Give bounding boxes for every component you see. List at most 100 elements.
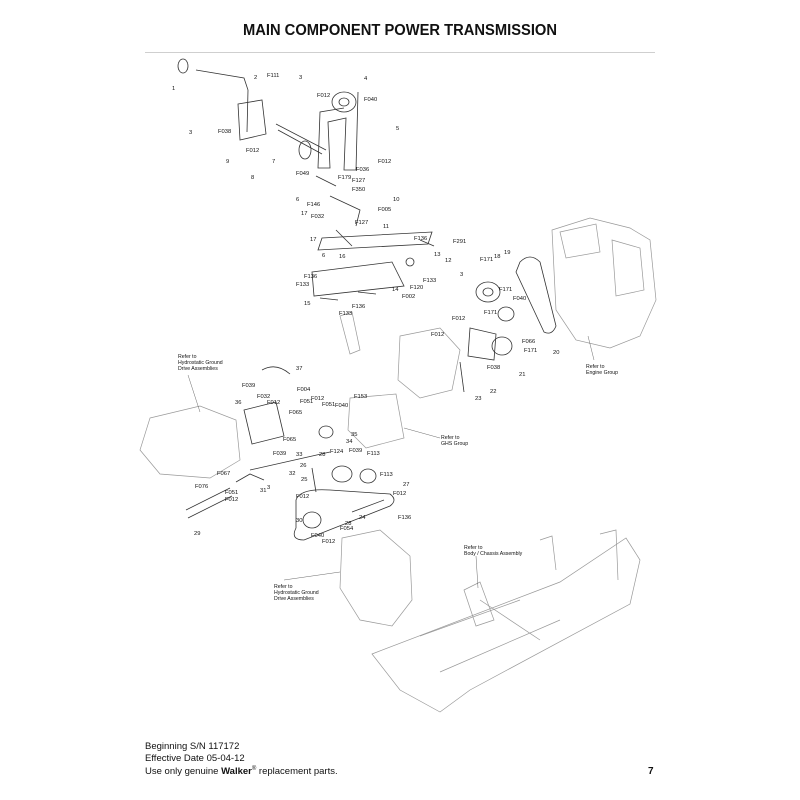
callout: F127 [352, 178, 365, 184]
ref-note-chassis: Refer to Body / Chassis Assembly [464, 545, 523, 557]
ref-note-hydro-left: Refer to Hydrostatic Ground Drive Assemb… [178, 354, 224, 372]
callout: F054 [340, 526, 354, 532]
chassis-members [419, 599, 561, 673]
ref-note-hydro-lower: Refer to Hydrostatic Ground Drive Assemb… [274, 584, 320, 602]
callout: F136 [398, 515, 411, 521]
spring-25 [311, 467, 317, 493]
serial-number-note: Beginning S/N 117172 [145, 741, 240, 752]
belt-29 [293, 489, 395, 541]
callout: F111 [267, 73, 279, 79]
callout: 5 [396, 126, 399, 132]
callout: F350 [352, 187, 365, 193]
page-number: 7 [648, 766, 654, 777]
link-11 [317, 231, 433, 251]
callout: F012 [267, 400, 280, 406]
callout: 37 [296, 366, 302, 372]
ref-leader-2 [587, 335, 595, 361]
callout: 4 [364, 76, 368, 82]
callout: 11 [383, 224, 389, 230]
callout: F012 [311, 396, 324, 402]
callout: 35 [351, 432, 357, 438]
footer: Beginning S/N 117172 Effective Date 05-0… [145, 741, 338, 778]
callout: F040 [311, 533, 324, 539]
callout: 23 [475, 396, 481, 402]
callout: 25 [301, 477, 307, 483]
callout: 8 [251, 175, 254, 181]
ref-leader-4 [283, 571, 341, 581]
callout: F171 [499, 287, 512, 293]
genuine-parts-note: Use only genuine Walker® replacement par… [145, 766, 338, 778]
callout: F012 [246, 148, 259, 154]
ref-note-ghs: Refer to GHS Group [441, 435, 468, 447]
spring-6a [315, 175, 337, 187]
spring-23 [459, 361, 465, 393]
callout: F036 [356, 167, 369, 173]
callout: F012 [322, 539, 335, 545]
guard-37 [261, 366, 291, 375]
callout: F136 [352, 304, 365, 310]
callout: F136 [414, 236, 427, 242]
callout: 17 [310, 237, 316, 243]
callout: 34 [346, 439, 353, 445]
callout: 29 [194, 531, 200, 537]
callout: 16 [339, 254, 345, 260]
callout: 28 [345, 521, 351, 527]
chassis-bracket [463, 581, 495, 627]
hydrostatic-left [139, 405, 241, 479]
callout: F032 [257, 394, 270, 400]
callout: F012 [393, 491, 406, 497]
callout: 3 [267, 485, 270, 491]
engine-shroud [611, 239, 645, 297]
pulley-18 [475, 281, 501, 303]
registered-mark: ® [251, 766, 257, 772]
callout: 22 [490, 389, 496, 395]
shaft-33 [249, 451, 331, 471]
callout: F040 [364, 97, 377, 103]
callout: F076 [195, 484, 208, 490]
callout: 6 [296, 197, 299, 203]
callout: F133 [339, 311, 352, 317]
ref-note-engine: Refer to Engine Group [586, 364, 618, 376]
callout: 17 [301, 211, 307, 217]
callout: 20 [553, 350, 559, 356]
callout: F012 [378, 159, 391, 165]
callout: F291 [453, 239, 466, 245]
callout: 14 [392, 287, 399, 293]
callout: F039 [273, 451, 286, 457]
idler-f040 [497, 306, 515, 322]
callout: F113 [367, 451, 380, 457]
engine [551, 217, 657, 349]
gearbox-housing [397, 327, 461, 399]
callout: 19 [504, 250, 510, 256]
callout: F171 [484, 310, 497, 316]
callout: 3 [460, 272, 463, 278]
page-title: MAIN COMPONENT POWER TRANSMISSION [242, 22, 558, 39]
callout: F153 [354, 394, 367, 400]
link-rod [275, 123, 327, 155]
pulley-4 [331, 91, 357, 113]
drive-belt-system [459, 256, 557, 393]
chassis-frame [371, 537, 641, 713]
lower-drive [293, 425, 395, 541]
effective-date: Effective Date 05-04-12 [145, 752, 245, 764]
lever-knob [177, 58, 189, 74]
callout: 31 [260, 488, 266, 494]
pulley-4-hub [338, 97, 350, 107]
callout: 30 [296, 518, 302, 524]
callout: F113 [380, 472, 393, 478]
spring-17 [335, 229, 353, 247]
shift-lever [195, 69, 249, 133]
callout: 1 [172, 86, 175, 92]
callout: F002 [402, 294, 415, 300]
callout: 12 [445, 258, 451, 264]
reference-notes: Refer to Hydrostatic Ground Drive Assemb… [178, 354, 618, 602]
lower-hydrostatic [339, 529, 413, 627]
part-callouts: 1 2 F111 3 4 F012 F040 5 3 F038 9 F012 7… [172, 73, 559, 545]
hydrostatic-lower [339, 529, 413, 627]
callout: F032 [311, 214, 324, 220]
bracket-5 [317, 91, 359, 171]
callout: F124 [330, 449, 344, 455]
callout: F133 [296, 282, 309, 288]
bushing-13 [405, 257, 415, 267]
